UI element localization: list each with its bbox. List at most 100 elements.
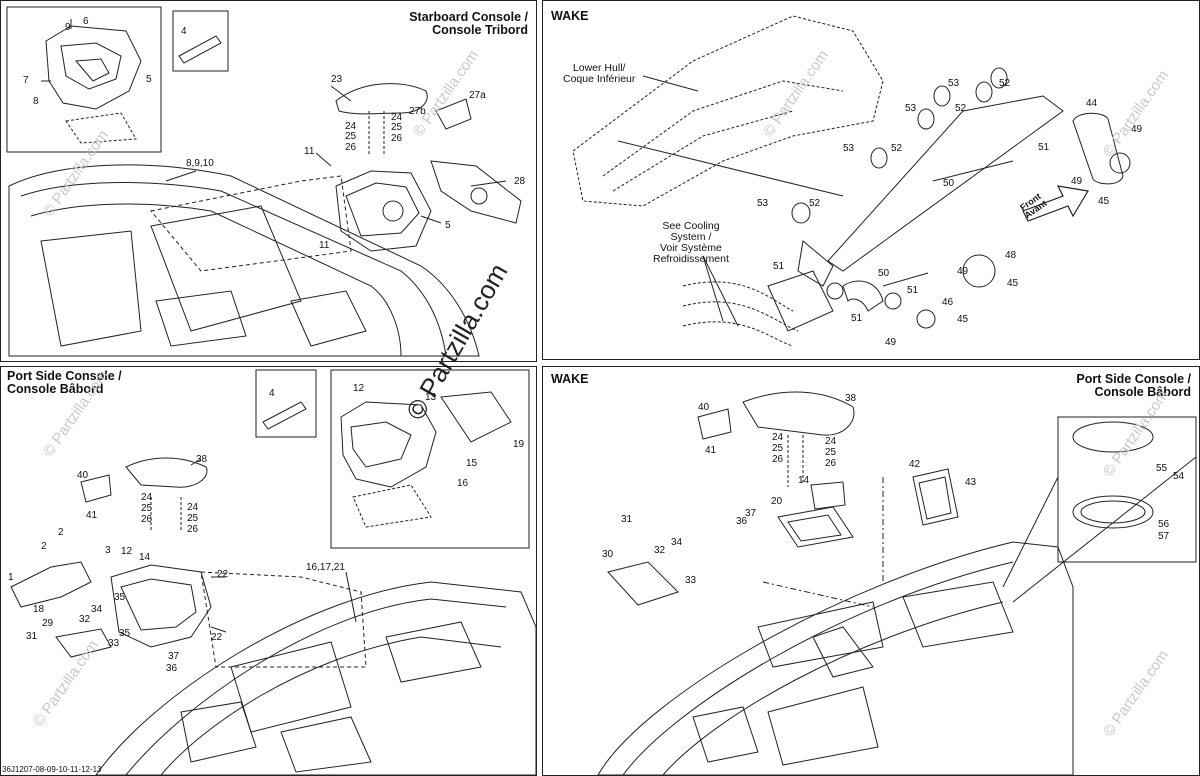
port-console-diagram xyxy=(10,369,536,775)
panel-wake-top: WAKE Lower Hull/ Coque Inférieur See Coo… xyxy=(542,0,1200,360)
callout: 15 xyxy=(466,458,478,469)
callout: 22 xyxy=(217,569,229,580)
callout: 26 xyxy=(187,524,199,535)
panel-port-console: Port Side Console / Console Bâbord 4 12 … xyxy=(0,366,537,776)
callout: 3 xyxy=(105,545,111,556)
callout: 27a xyxy=(469,90,486,101)
callout: 18 xyxy=(33,604,45,615)
callout: 45 xyxy=(1007,278,1019,289)
wake-exhaust-diagram xyxy=(572,15,1131,347)
cooling-line3: Voir Système xyxy=(660,242,722,254)
callout: 42 xyxy=(909,459,921,470)
callout: 24 xyxy=(772,432,784,443)
callout: 46 xyxy=(942,297,954,308)
lower-hull-line1: Lower Hull/ xyxy=(572,62,626,74)
callout: 16 xyxy=(457,478,469,489)
callout: 12 xyxy=(353,383,365,394)
callout: 25 xyxy=(141,503,153,514)
callout: 38 xyxy=(196,454,208,465)
callout: 51 xyxy=(773,261,785,272)
callout: 25 xyxy=(345,131,357,142)
callout: 19 xyxy=(513,439,525,450)
panel-starboard-console: Starboard Console / Console Tribord 6 9 … xyxy=(0,0,537,362)
wake-bottom-right-title-line1: Port Side Console / xyxy=(1076,372,1191,386)
callout: 25 xyxy=(825,447,837,458)
callout: 52 xyxy=(809,198,821,209)
callout: 52 xyxy=(891,143,903,154)
callout: 4 xyxy=(181,26,187,37)
cooling-system-label: See Cooling System / Voir Système Refroi… xyxy=(653,221,729,265)
callout: 1 xyxy=(8,572,14,583)
callout: 34 xyxy=(671,537,683,548)
callout: 14 xyxy=(798,475,810,486)
callout: 30 xyxy=(602,549,614,560)
callout: 51 xyxy=(907,285,919,296)
starboard-title: Starboard Console / Console Tribord xyxy=(409,11,528,37)
callout: 8 xyxy=(33,96,39,107)
front-arrow-icon xyxy=(1022,185,1089,222)
callout: 24 xyxy=(825,436,837,447)
callout: 4 xyxy=(269,388,275,399)
lower-hull-label: Lower Hull/ Coque Inférieur xyxy=(563,63,635,85)
callout: 2 xyxy=(58,527,64,538)
callout: 31 xyxy=(26,631,38,642)
callout: 35 xyxy=(119,628,131,639)
callout: 51 xyxy=(1038,142,1050,153)
callout: 44 xyxy=(1086,98,1098,109)
callout: 45 xyxy=(957,314,969,325)
callout: 32 xyxy=(79,614,91,625)
document-id: 36J1207-08-09-10-11-12-13 xyxy=(2,765,102,774)
callout: 36 xyxy=(736,516,748,527)
callout: 36 xyxy=(166,663,178,674)
callout: 54 xyxy=(1173,471,1185,482)
callout: 38 xyxy=(845,393,857,404)
callout: 50 xyxy=(943,178,955,189)
callout: 5 xyxy=(445,220,451,231)
callout: 14 xyxy=(139,552,151,563)
callout: 55 xyxy=(1156,463,1168,474)
starboard-title-line2: Console Tribord xyxy=(432,23,528,37)
callout: 11 xyxy=(304,146,315,157)
cooling-line2: System / xyxy=(670,231,712,243)
callout: 29 xyxy=(42,618,54,629)
callout: 9 xyxy=(65,22,71,33)
panel-wake-bottom: WAKE Port Side Console / Console Bâbord … xyxy=(542,366,1200,776)
callout: 40 xyxy=(698,402,710,413)
cooling-line4: Refroidissement xyxy=(653,253,729,265)
callout: 24 xyxy=(391,112,403,123)
callout: 26 xyxy=(772,454,784,465)
callout: 11 xyxy=(319,240,330,251)
callout: 25 xyxy=(187,513,199,524)
callout: 49 xyxy=(957,266,969,277)
callout: 23 xyxy=(331,74,343,85)
callout: 52 xyxy=(999,78,1011,89)
callout: 49 xyxy=(885,337,897,348)
callout: 37 xyxy=(168,651,180,662)
callout: 6 xyxy=(83,16,89,27)
callout: 25 xyxy=(391,122,403,133)
callout: 49 xyxy=(1071,176,1083,187)
callout: 37 xyxy=(745,508,757,519)
callout: 16,17,21 xyxy=(306,562,345,573)
port-title-line1: Port Side Console / xyxy=(7,369,122,383)
wake-bottom-right-title-line2: Console Bâbord xyxy=(1094,385,1191,399)
callout: 5 xyxy=(146,74,152,85)
callout: 52 xyxy=(955,103,967,114)
callout: 24 xyxy=(345,121,357,132)
callout: 22 xyxy=(211,632,223,643)
callout: 25 xyxy=(772,443,784,454)
callout: 51 xyxy=(851,313,863,324)
callout: 26 xyxy=(391,133,403,144)
callout: 41 xyxy=(705,445,717,456)
callout: 45 xyxy=(1098,196,1110,207)
callout: 35 xyxy=(114,592,126,603)
callout: 48 xyxy=(1005,250,1017,261)
callout: 26 xyxy=(825,458,837,469)
cooling-line1: See Cooling xyxy=(662,220,720,232)
callout: 7 xyxy=(23,75,29,86)
callout: 2 xyxy=(41,541,47,552)
callout: 43 xyxy=(965,477,977,488)
wake-port-console-diagram xyxy=(597,391,1197,775)
callout: 57 xyxy=(1158,531,1170,542)
callout: 28 xyxy=(514,176,526,187)
